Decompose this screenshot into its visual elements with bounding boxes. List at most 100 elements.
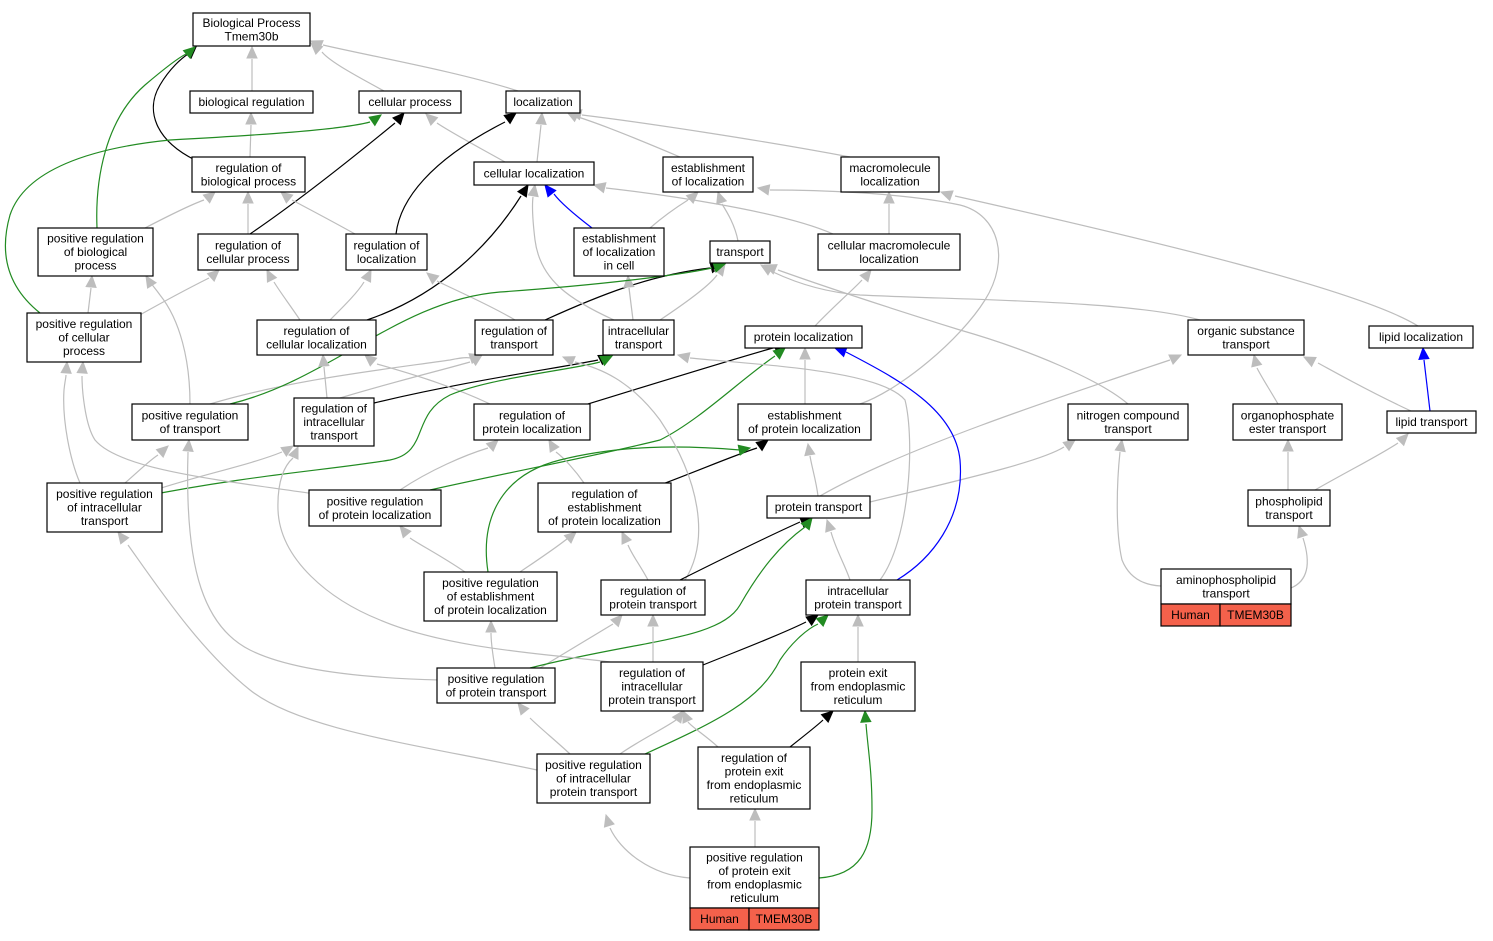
edge-arrowhead <box>561 356 576 367</box>
edge-line <box>1314 442 1399 491</box>
edge-phospholipid-to-organophos <box>1282 438 1294 490</box>
edge-arrowhead <box>76 360 88 374</box>
edge-arrowhead <box>425 113 439 126</box>
go-term-node-bioreg[interactable]: biological regulation <box>189 90 314 114</box>
edge-line <box>721 203 739 242</box>
edge-line <box>81 375 316 495</box>
edge-estlocincell-to-cellloc <box>544 184 593 229</box>
node-box <box>600 579 706 616</box>
edge-lipidloc-to-macroloc <box>939 190 1419 327</box>
node-label-line: transport <box>310 429 358 443</box>
edge-bioreg-to-root <box>246 45 258 91</box>
node-box <box>1386 410 1477 434</box>
edge-line <box>553 193 593 229</box>
edge-arrowhead <box>516 183 529 198</box>
edge-arrowhead <box>60 360 72 374</box>
node-label-line: regulation of <box>620 584 687 598</box>
node-label-line: positive regulation <box>448 672 545 686</box>
node-label-line: establishment <box>767 408 842 422</box>
go-term-node-lipidloc[interactable]: lipid localization <box>1368 325 1474 349</box>
edge-line <box>429 355 776 491</box>
edge-line <box>137 277 210 317</box>
edge-lipidtrans-to-orgsub <box>1302 356 1412 412</box>
go-term-node-prottrans[interactable]: protein transport <box>766 495 871 519</box>
edge-arrowhead <box>804 442 816 457</box>
edge-arrowhead <box>280 191 294 204</box>
go-term-node-protloc[interactable]: protein localization <box>744 325 863 349</box>
go-term-node-cellloc[interactable]: cellular localization <box>473 161 595 186</box>
node-label-line: protein transport <box>609 597 697 611</box>
node-label-line: Tmem30b <box>224 29 278 43</box>
edge-posregintratrans-to-regintratrans <box>154 445 295 491</box>
edge-line <box>339 361 471 399</box>
go-term-node-cellproc[interactable]: cellular process <box>358 90 462 114</box>
go-term-node-loc[interactable]: localization <box>505 90 581 114</box>
node-label-line: organophosphate <box>1241 408 1335 422</box>
node-box <box>1067 403 1189 441</box>
node-label-line: cellular process <box>368 95 451 109</box>
edge-cellloc-to-loc <box>535 111 547 163</box>
edge-arrowhead <box>544 184 557 198</box>
node-box <box>131 403 249 441</box>
edge-line <box>679 521 801 581</box>
edge-arrowhead <box>246 45 258 59</box>
edge-arrowhead <box>360 268 372 283</box>
node-box <box>46 482 163 533</box>
edge-line <box>323 366 328 399</box>
edge-regloc-to-regbio <box>280 191 356 235</box>
edge-line <box>485 446 741 573</box>
edge-arrowhead <box>182 46 196 59</box>
node-label-line: nitrogen compound <box>1077 408 1180 422</box>
edge-posregprottrans-to-posregestprotloc <box>485 619 497 669</box>
node-box <box>1160 568 1292 605</box>
edge-posregcell-to-regcell <box>137 269 220 317</box>
edge-arrowhead <box>772 347 786 360</box>
go-term-node-lipidtrans[interactable]: lipid transport <box>1386 410 1477 434</box>
node-label-line: protein transport <box>775 500 863 514</box>
edge-posregprotloc-to-regprotloc <box>399 439 499 491</box>
edge-phospholipid-to-lipidtrans <box>1314 433 1409 491</box>
edge-arrowhead <box>206 269 220 282</box>
edge-arrowhead <box>155 445 169 458</box>
node-box <box>197 233 299 271</box>
go-term-node-transport[interactable]: transport <box>709 240 771 264</box>
edge-line <box>249 122 396 235</box>
node-label-line: regulation of <box>283 324 350 338</box>
edge-arrowhead <box>610 614 623 628</box>
edge-arrowhead <box>469 354 484 367</box>
